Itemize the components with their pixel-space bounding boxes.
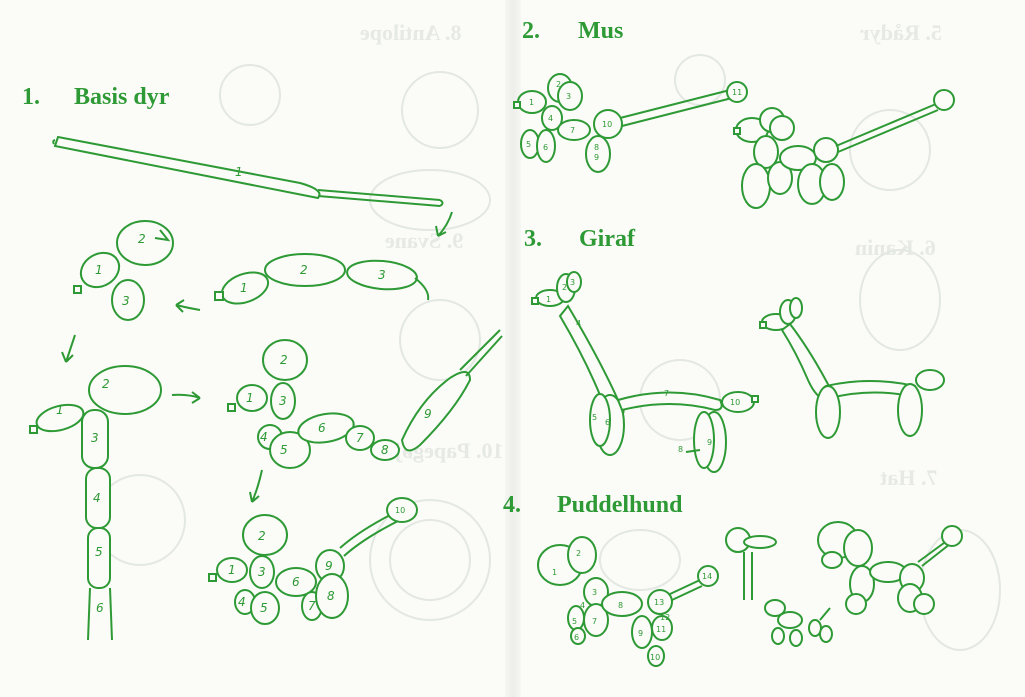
- balloon-segment-label: 6: [574, 633, 579, 642]
- balloon-segment-label: 8: [381, 443, 389, 457]
- balloon-segment-label: 8: [678, 445, 683, 454]
- giraf-finished-figure: [760, 298, 944, 438]
- basis-step1-long-balloon: 1: [53, 137, 452, 236]
- balloon-segment-label: 9: [424, 407, 432, 421]
- balloon-segment-label: 5: [526, 140, 531, 149]
- balloon-segment-label: 6: [605, 418, 610, 427]
- balloon-segment-label: 13: [654, 598, 664, 607]
- section-number: 3.: [524, 226, 542, 252]
- section-title: Puddelhund: [557, 492, 683, 518]
- balloon-segment-label: 6: [543, 143, 548, 152]
- balloon-segment-label: 1: [56, 403, 64, 417]
- mus-finished-figure: [734, 90, 954, 208]
- balloon-segment-label: 7: [664, 389, 669, 398]
- section-title: Basis dyr: [74, 84, 170, 110]
- balloon-segment-label: 2: [576, 549, 581, 558]
- balloon-segment-label: 3: [279, 394, 287, 408]
- balloon-segment-label: 1: [228, 563, 236, 577]
- balloon-segment-label: 3: [378, 268, 386, 282]
- balloon-segment-label: 6: [318, 421, 326, 435]
- balloon-segment-label: 9: [594, 153, 599, 162]
- balloon-segment-label: 7: [308, 599, 316, 613]
- balloon-segment-label: 2: [556, 80, 561, 89]
- section-number: 4.: [503, 492, 521, 518]
- basis-step6-complete-figure: 1 2 3 4 5 6 7 8 9 10: [209, 498, 417, 624]
- balloon-segment-label: 3: [592, 588, 597, 597]
- balloon-segment-label: 8: [594, 143, 599, 152]
- balloon-segment-label: 1: [546, 295, 551, 304]
- page-fold: [505, 0, 521, 697]
- balloon-segment-label: 4: [93, 491, 101, 505]
- section-heading-puddelhund: 4. Puddelhund: [503, 492, 682, 519]
- balloon-segment-label: 9: [707, 438, 712, 447]
- balloon-segment-label: 5: [592, 413, 597, 422]
- balloon-segment-label: 4: [238, 595, 246, 609]
- balloon-segment-label: 5: [95, 545, 103, 559]
- balloon-segment-label: 1: [235, 165, 243, 179]
- balloon-segment-label: 2: [102, 377, 110, 391]
- mus-labeled-figure: 1 2 3 4 5 6 7 8 9 10 11: [514, 74, 747, 172]
- balloon-segment-label: 8: [618, 601, 623, 610]
- balloon-segment-label: 2: [562, 283, 567, 292]
- balloon-segment-label: 1: [552, 568, 557, 577]
- basis-step4-tall-figure: 1 2 3 4 5 6: [30, 366, 200, 640]
- balloon-segment-label: 7: [570, 126, 575, 135]
- balloon-segment-label: 2: [300, 263, 308, 277]
- balloon-segment-label: 4: [580, 601, 585, 610]
- balloon-segment-label: 4: [548, 114, 553, 123]
- section-number: 1.: [22, 84, 40, 110]
- balloon-segment-label: 9: [325, 559, 333, 573]
- balloon-segment-label: 4: [576, 319, 581, 328]
- balloon-segment-label: 14: [702, 572, 712, 581]
- puddelhund-finished-figure: [818, 522, 962, 614]
- balloon-segment-label: 5: [260, 601, 268, 615]
- balloon-segment-label: 1: [246, 391, 254, 405]
- balloon-segment-label: 1: [240, 281, 248, 295]
- puddelhund-intermediate-figures: [726, 528, 832, 646]
- balloon-segment-label: 10: [730, 398, 740, 407]
- balloon-segment-label: 6: [96, 601, 104, 615]
- balloon-segment-label: 11: [732, 88, 742, 97]
- puddelhund-labeled-figure: 1 2 3 4 5 6 7 8 9 10 11 12 13 14: [538, 537, 718, 666]
- balloon-segment-label: 1: [529, 98, 534, 107]
- balloon-segment-label: 10: [650, 653, 660, 662]
- section-heading-giraf: 3. Giraf: [524, 226, 635, 253]
- balloon-segment-label: 7: [592, 617, 597, 626]
- balloon-segment-label: 8: [327, 589, 335, 603]
- balloon-segment-label: 1: [95, 263, 103, 277]
- section-heading-mus: 2. Mus: [522, 18, 623, 45]
- balloon-segment-label: 3: [122, 294, 130, 308]
- section-number: 2.: [522, 18, 540, 44]
- balloon-segment-label: 10: [395, 506, 405, 515]
- basis-step3-folded-bubbles: 1 2 3: [62, 221, 173, 362]
- balloon-segment-label: 2: [138, 232, 146, 246]
- balloon-segment-label: 3: [91, 431, 99, 445]
- basis-step5-body-figure: 1 2 3 4 5 6 7 8 9: [228, 330, 502, 502]
- balloon-segment-label: 5: [280, 443, 288, 457]
- giraf-labeled-figure: 1 2 3 4 5 6 7 8 9 10: [532, 272, 758, 472]
- balloon-segment-label: 4: [260, 430, 268, 444]
- balloon-segment-label: 2: [258, 529, 266, 543]
- balloon-segment-label: 11: [656, 625, 666, 634]
- balloon-segment-label: 3: [258, 565, 266, 579]
- balloon-segment-label: 3: [570, 278, 575, 287]
- balloon-segment-label: 2: [280, 353, 288, 367]
- section-heading-basis-dyr: 1. Basis dyr: [22, 84, 169, 111]
- section-title: Mus: [578, 18, 624, 44]
- balloon-segment-label: 9: [638, 629, 643, 638]
- section-title: Giraf: [579, 226, 635, 252]
- balloon-segment-label: 7: [356, 431, 364, 445]
- balloon-segment-label: 12: [660, 613, 670, 622]
- balloon-segment-label: 10: [602, 120, 612, 129]
- balloon-segment-label: 5: [572, 617, 577, 626]
- basis-step2-three-bubbles: 1 2 3: [176, 254, 428, 312]
- balloon-segment-label: 3: [566, 92, 571, 101]
- balloon-segment-label: 6: [292, 575, 300, 589]
